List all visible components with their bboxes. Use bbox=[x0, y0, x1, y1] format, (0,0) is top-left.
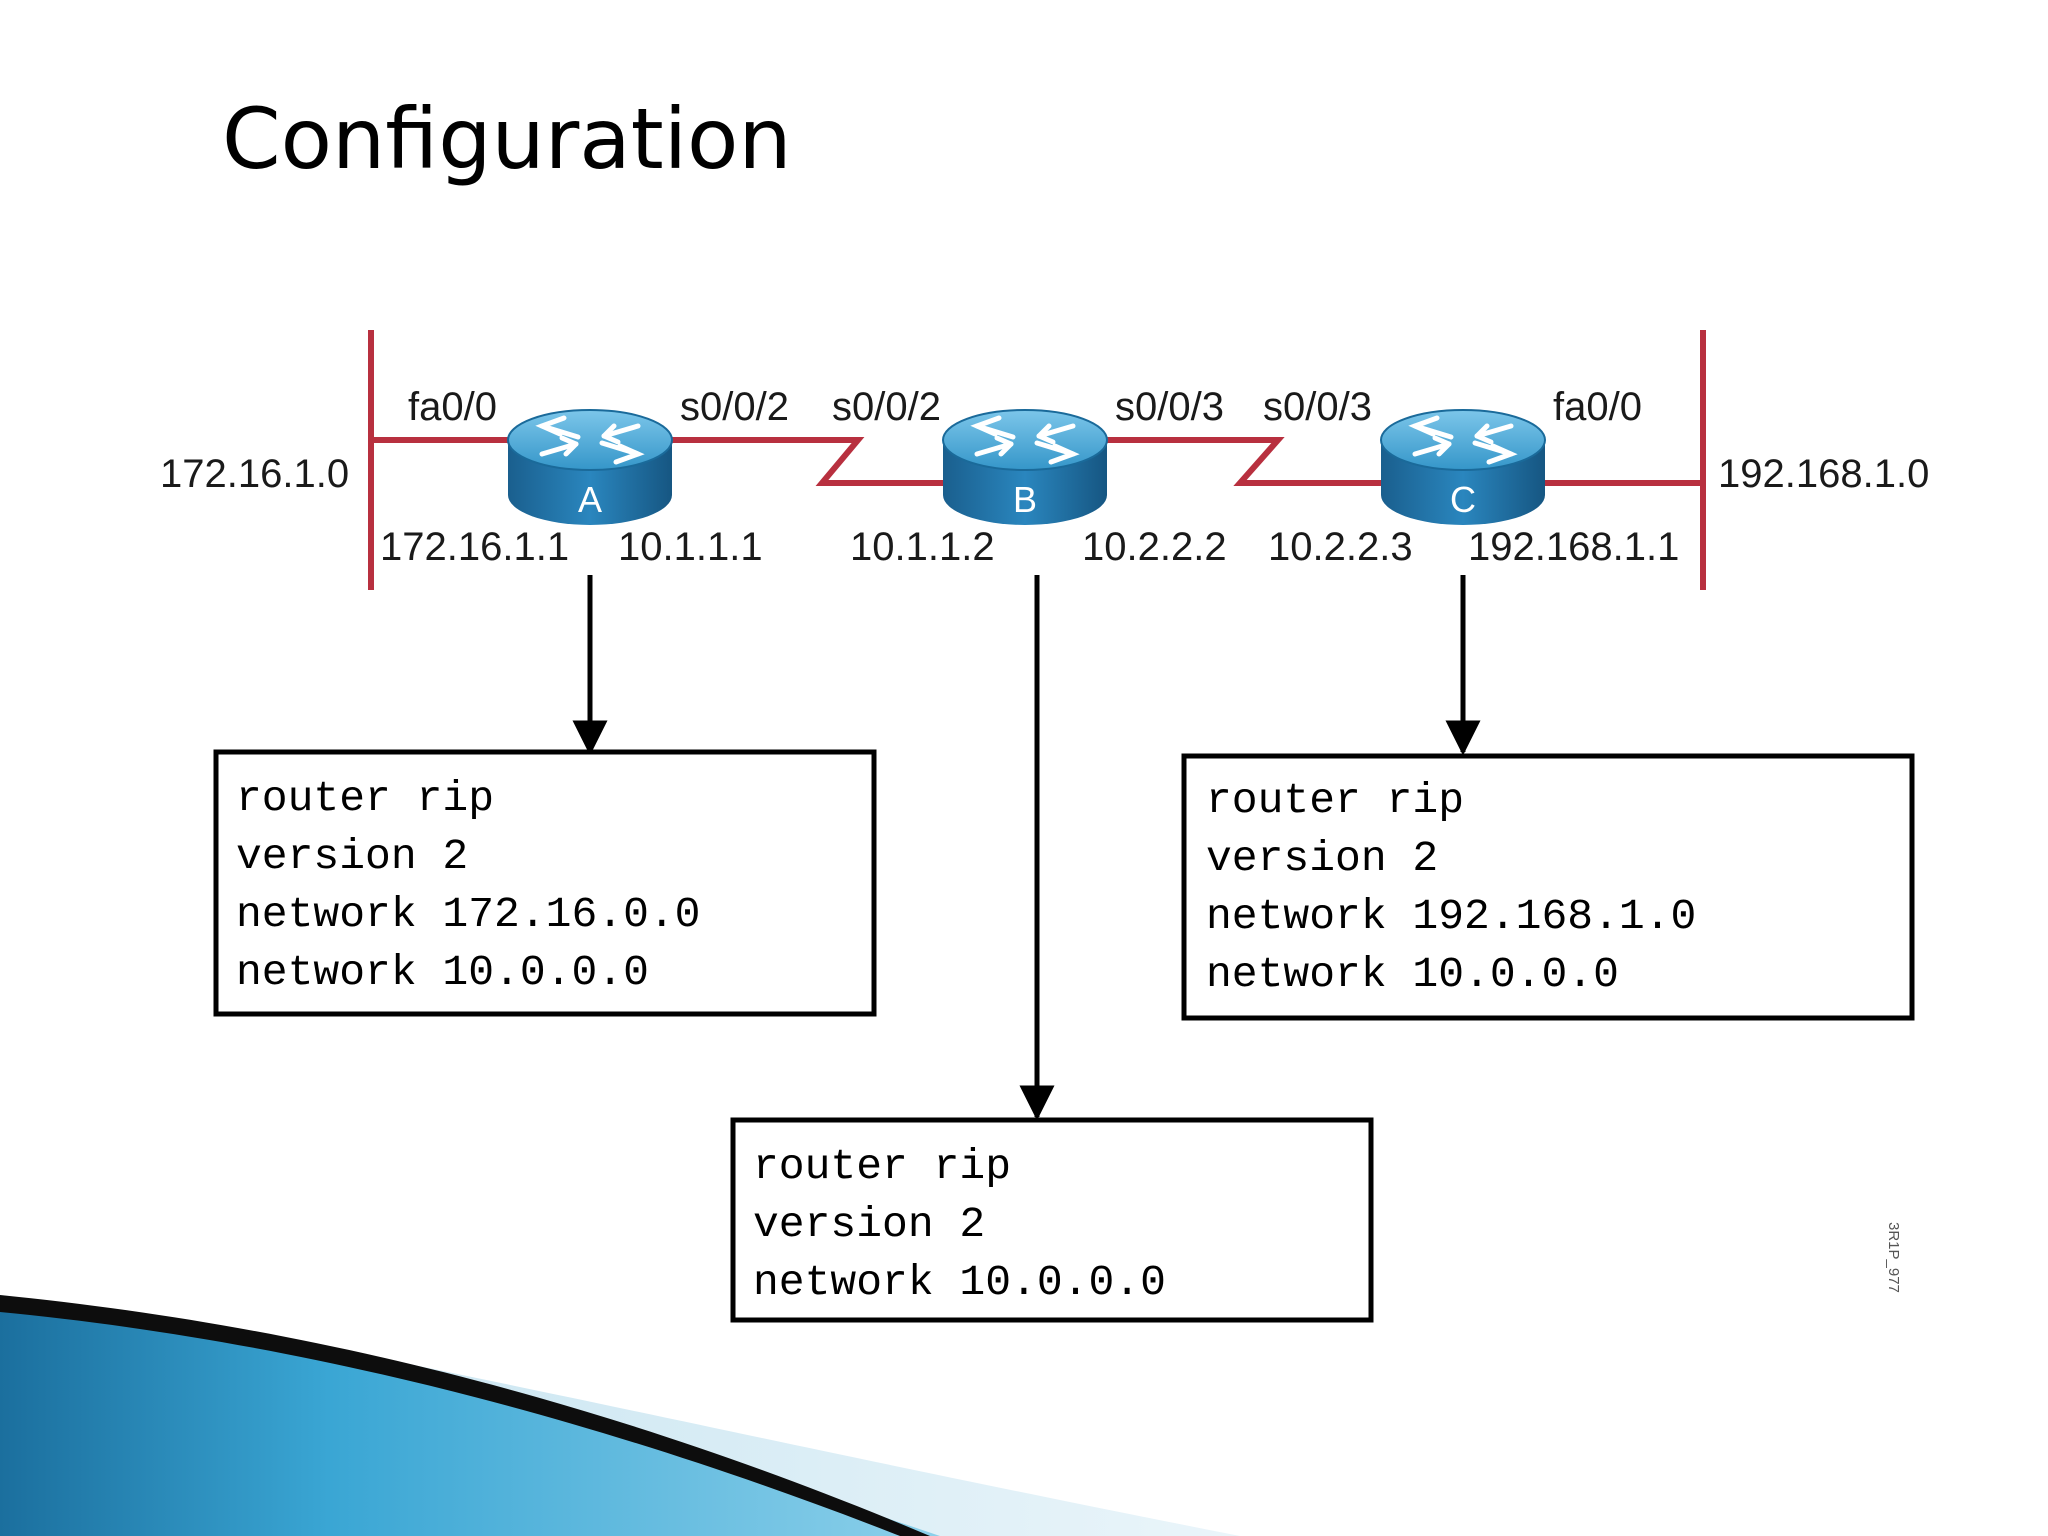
config-box-c: router rip version 2 network 192.168.1.0… bbox=[1181, 753, 1915, 1021]
router-c-ip-right: 192.168.1.1 bbox=[1468, 525, 1679, 569]
router-a-iface-right: s0/0/2 bbox=[680, 385, 789, 429]
config-a-line: network 172.16.0.0 bbox=[236, 890, 700, 939]
router-a-icon: A bbox=[507, 409, 673, 525]
figure-id: 3R1P_977 bbox=[1885, 1222, 1902, 1293]
config-c-line: network 10.0.0.0 bbox=[1206, 950, 1619, 999]
router-b-label: B bbox=[1013, 479, 1037, 520]
router-b-iface-right: s0/0/3 bbox=[1115, 385, 1224, 429]
router-c-icon: C bbox=[1380, 409, 1546, 525]
config-box-a: router rip version 2 network 172.16.0.0 … bbox=[213, 749, 877, 1017]
slide-decoration bbox=[0, 1295, 1240, 1536]
router-c-iface-right: fa0/0 bbox=[1553, 385, 1642, 429]
config-box-b: router rip version 2 network 10.0.0.0 bbox=[730, 1117, 1374, 1323]
config-a-line: network 10.0.0.0 bbox=[236, 948, 649, 997]
network-right-label: 192.168.1.0 bbox=[1718, 452, 1929, 496]
network-left-label: 172.16.1.0 bbox=[160, 452, 349, 496]
config-a-line: router rip bbox=[236, 774, 494, 823]
router-a-ip-left: 172.16.1.1 bbox=[380, 525, 569, 569]
config-c-line: version 2 bbox=[1206, 834, 1438, 883]
router-a-ip-right: 10.1.1.1 bbox=[618, 525, 763, 569]
router-b-ip-right: 10.2.2.2 bbox=[1082, 525, 1227, 569]
router-b-iface-left: s0/0/2 bbox=[832, 385, 941, 429]
slide-title: Configuration bbox=[222, 90, 792, 188]
router-c-ip-left: 10.2.2.3 bbox=[1268, 525, 1413, 569]
router-a-iface-left: fa0/0 bbox=[408, 385, 497, 429]
config-c-line: router rip bbox=[1206, 776, 1464, 825]
config-b-line: network 10.0.0.0 bbox=[753, 1258, 1166, 1307]
router-b-icon: B bbox=[942, 409, 1108, 525]
router-c-iface-left: s0/0/3 bbox=[1263, 385, 1372, 429]
config-a-line: version 2 bbox=[236, 832, 468, 881]
router-c-label: C bbox=[1450, 479, 1476, 520]
config-c-line: network 192.168.1.0 bbox=[1206, 892, 1696, 941]
link-serial-b-c bbox=[1105, 437, 1387, 486]
config-b-line: version 2 bbox=[753, 1200, 985, 1249]
router-b-ip-left: 10.1.1.2 bbox=[850, 525, 995, 569]
link-serial-a-b bbox=[665, 437, 943, 486]
router-a-label: A bbox=[578, 479, 602, 520]
config-b-line: router rip bbox=[753, 1142, 1011, 1191]
